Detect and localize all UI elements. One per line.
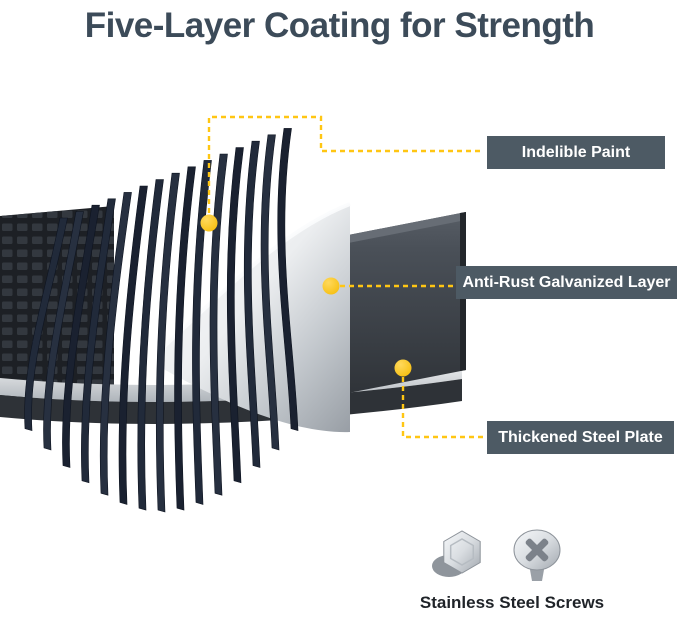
- paint-strip: [43, 211, 84, 451]
- phillips-screw-icon: [513, 529, 561, 581]
- callout-dots: [200, 214, 412, 377]
- paint-strip: [99, 192, 132, 496]
- dot-steel-plate: [394, 359, 412, 377]
- connector-steel-plate: [401, 377, 484, 439]
- screws-illustration: [432, 529, 561, 581]
- callout-label-galvanized-layer: Anti-Rust Galvanized Layer: [456, 266, 677, 299]
- callout-label-indelible-paint: Indelible Paint: [487, 136, 665, 169]
- dot-indelible-paint: [200, 214, 218, 232]
- paint-strip: [137, 179, 164, 511]
- paint-strip: [243, 140, 261, 468]
- paint-strip: [260, 134, 280, 451]
- paint-strip: [209, 153, 228, 496]
- hex-screw-icon: [432, 530, 481, 577]
- paint-strip: [62, 204, 100, 468]
- paint-strip: [118, 185, 148, 505]
- paint-strip: [226, 147, 244, 484]
- paint-strip: [277, 128, 299, 432]
- paint-strips-illustration: [24, 128, 299, 513]
- page-title: Five-Layer Coating for Strength: [84, 6, 595, 45]
- callout-label-steel-plate: Thickened Steel Plate: [487, 421, 674, 454]
- paint-strip: [155, 172, 180, 513]
- dot-galvanized: [322, 277, 340, 295]
- paint-strip: [24, 217, 68, 432]
- paint-strip: [81, 198, 116, 484]
- paint-strip: [192, 160, 212, 505]
- steel-plate-illustration: [333, 212, 466, 396]
- paint-strip: [174, 166, 196, 511]
- connector-indelible-paint: [207, 115, 484, 213]
- screws-caption: Stainless Steel Screws: [419, 593, 605, 612]
- callout-connectors: [207, 115, 484, 439]
